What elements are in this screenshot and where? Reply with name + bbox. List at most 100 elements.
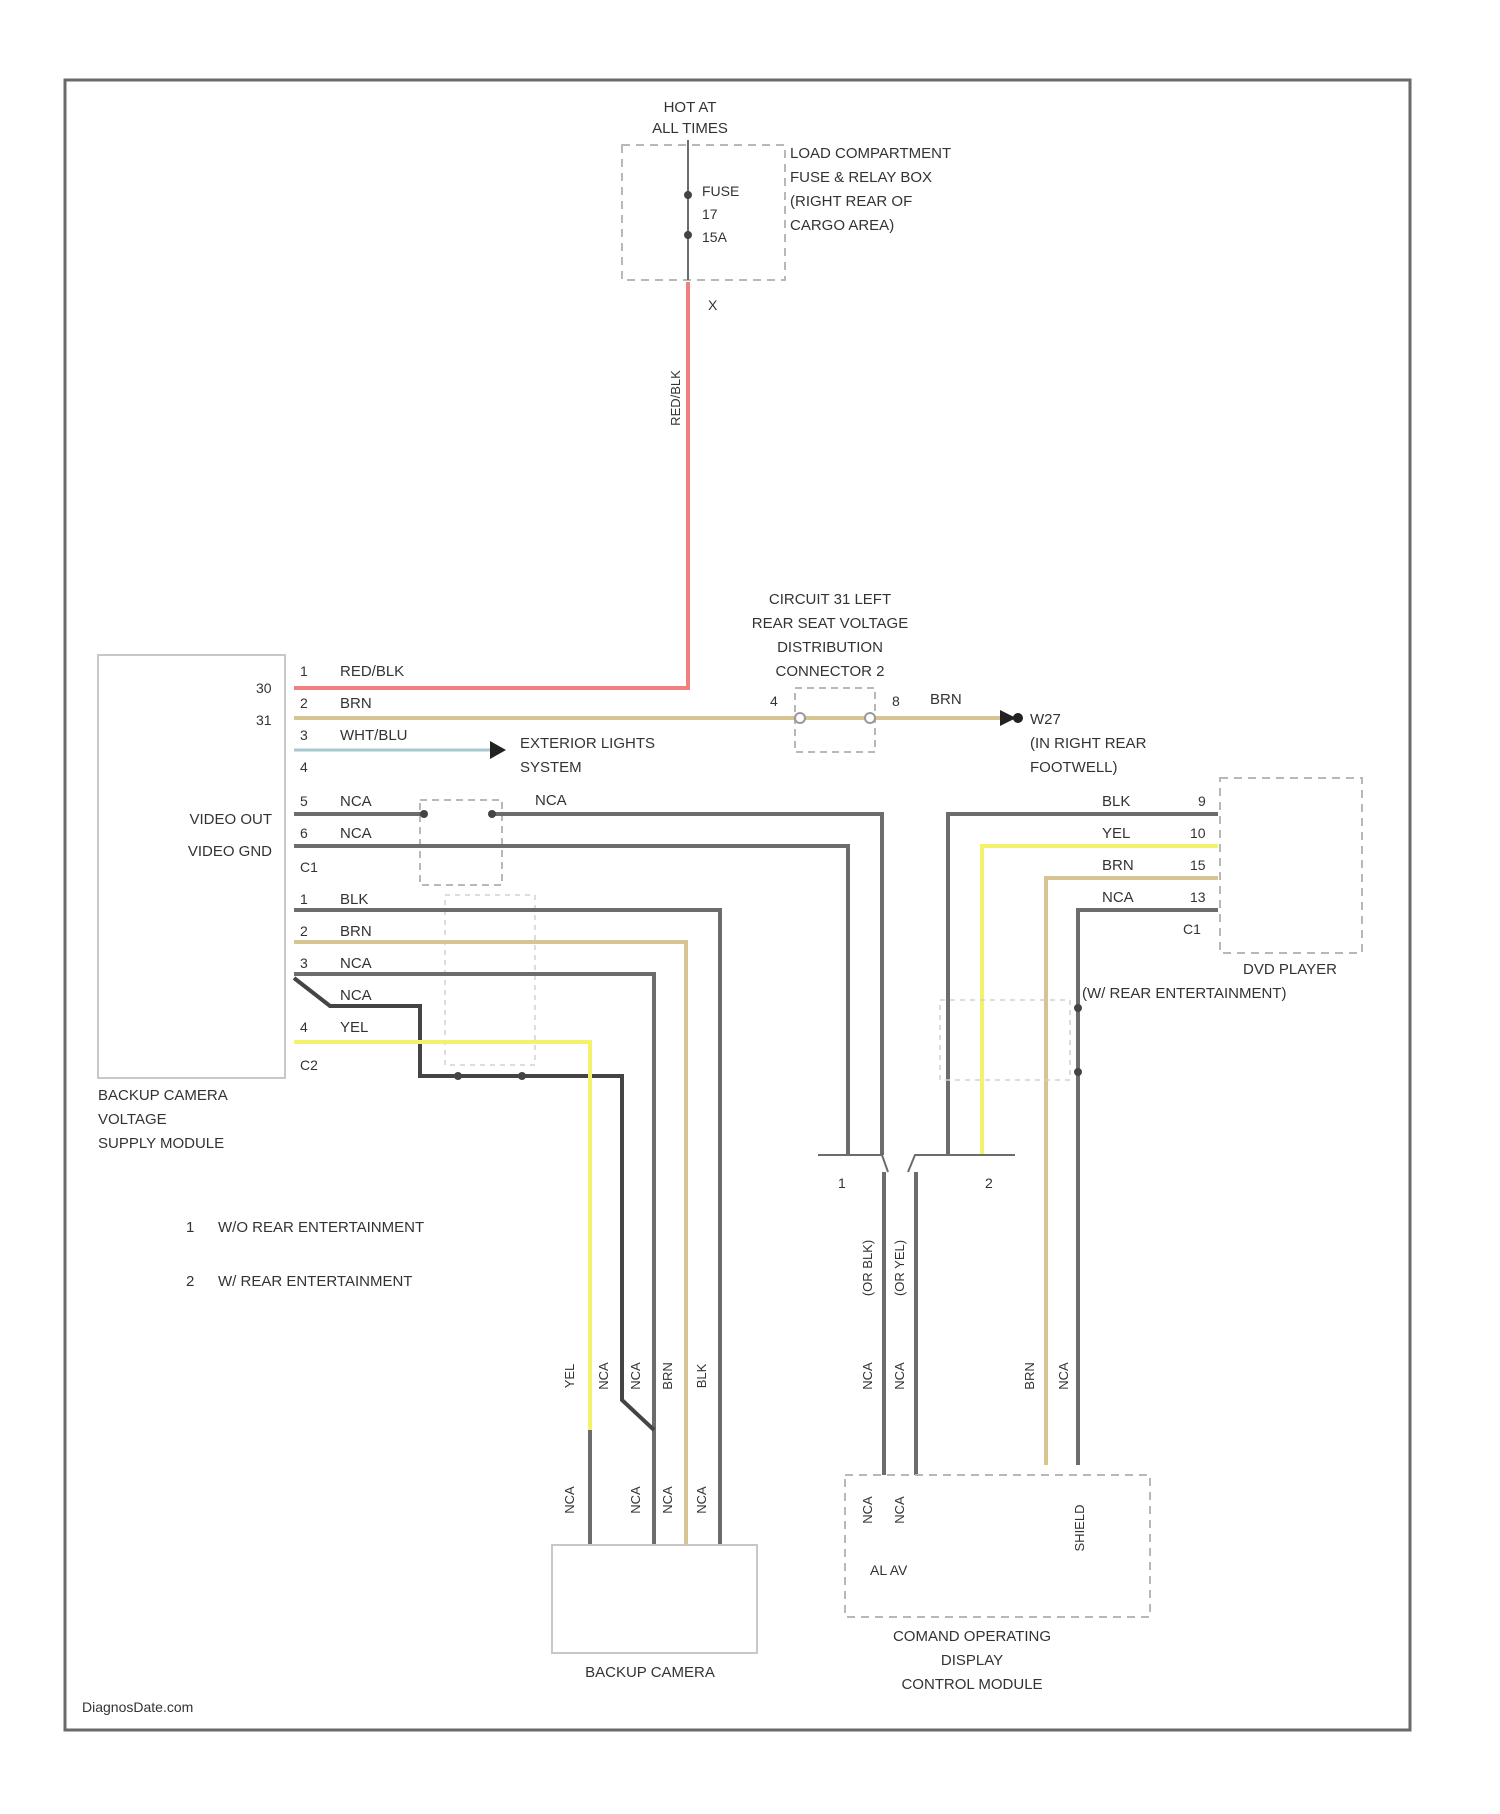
bcvsm-c2: C2 [300, 1057, 318, 1073]
bcvsm-name-line3: SUPPLY MODULE [98, 1135, 224, 1152]
option-mark-2: 2 [985, 1175, 993, 1191]
dvd-splice-node-b [1074, 1068, 1082, 1076]
nca-out-label: NCA [535, 792, 567, 809]
wire-nca-video-gnd [294, 846, 848, 1155]
dvd-row1-wire: BLK [1102, 793, 1130, 810]
ccm-mid-label-4: NCA [1056, 1362, 1071, 1390]
dist-node-right [865, 713, 875, 723]
dvd-name-line1: DVD PLAYER [1243, 961, 1337, 978]
bcvsm-c1: C1 [300, 859, 318, 875]
ccm-name-line3: CONTROL MODULE [901, 1676, 1042, 1693]
dvd-row3-pin: 15 [1190, 857, 1206, 873]
dist-node-left [795, 713, 805, 723]
splice-node-b [488, 810, 496, 818]
camera-lower-label-2: NCA [628, 1486, 643, 1514]
c2-row1-pin: 1 [300, 891, 308, 907]
camera-lower-label-3: NCA [660, 1486, 675, 1514]
dvd-player-box [1220, 778, 1362, 953]
wire-dvd-brn [1046, 878, 1218, 1465]
option-mark-1: 1 [838, 1175, 846, 1191]
ccm-shield-label: SHIELD [1072, 1505, 1087, 1552]
dvd-row3-wire: BRN [1102, 857, 1134, 874]
fuse-box-name-line3: (RIGHT REAR OF [790, 193, 912, 210]
fuse-node-bottom [684, 231, 692, 239]
ccm-mid-label-3: BRN [1022, 1362, 1037, 1389]
fuse-box-name-line4: CARGO AREA) [790, 217, 894, 234]
fuse-pin: X [708, 297, 718, 313]
c1-row4-pin: 4 [300, 759, 308, 775]
fuse-number: 17 [702, 206, 718, 222]
ccm-mid-label-1: NCA [860, 1362, 875, 1390]
note-1-num: 1 [186, 1219, 194, 1236]
ccm-inner-label: AL AV [870, 1562, 908, 1578]
exterior-arrow-icon [490, 741, 506, 759]
ccm-lower-label-2: NCA [892, 1496, 907, 1524]
dvd-row2-wire: YEL [1102, 825, 1130, 842]
footer-watermark: DiagnosDate.com [82, 1699, 193, 1715]
fuse-label: FUSE [702, 183, 739, 199]
dvd-c1: C1 [1183, 921, 1201, 937]
bcvsm-pin-31: 31 [256, 712, 272, 728]
dist-name-line4: CONNECTOR 2 [776, 663, 885, 680]
dvd-row4-wire: NCA [1102, 889, 1134, 906]
dist-pin-right: 8 [892, 693, 900, 709]
c1-row3-pin: 3 [300, 727, 308, 743]
ccm-mid-label-2: NCA [892, 1362, 907, 1390]
ground-name-line1: W27 [1030, 711, 1061, 728]
dvd-row1-pin: 9 [1198, 793, 1206, 809]
bcvsm-name-line2: VOLTAGE [98, 1111, 167, 1128]
wire-c2-nca-2 [294, 978, 654, 1430]
option-bracket-1 [818, 1155, 888, 1172]
camera-upper-label-4: BRN [660, 1362, 675, 1389]
camera-upper-label-3: NCA [628, 1362, 643, 1390]
c2-row2-wire: BRN [340, 923, 372, 940]
camera-upper-label-5: BLK [694, 1363, 709, 1388]
dvd-splice-box [940, 1000, 1070, 1080]
ccm-box [845, 1475, 1150, 1617]
note-2-text: W/ REAR ENTERTAINMENT [218, 1273, 412, 1290]
c1-row6-wire: NCA [340, 825, 372, 842]
ccm-name-line2: DISPLAY [941, 1652, 1003, 1669]
ccm-name-line1: COMAND OPERATING [893, 1628, 1051, 1645]
dvd-row2-pin: 10 [1190, 825, 1206, 841]
fuse-supply-line2: ALL TIMES [652, 120, 728, 137]
c1-row5-wire: NCA [340, 793, 372, 810]
dist-pin-left: 4 [770, 693, 778, 709]
camera-name: BACKUP CAMERA [585, 1664, 715, 1681]
option-bracket-2 [908, 1155, 1015, 1172]
dvd-name-line2: (W/ REAR ENTERTAINMENT) [1082, 985, 1286, 1002]
c2-splice-node-a [454, 1072, 462, 1080]
c2-splice-node-b [518, 1072, 526, 1080]
wire-red-blk [294, 282, 688, 688]
bcvsm-video-out: VIDEO OUT [189, 811, 272, 828]
c2-row3-pin: 3 [300, 955, 308, 971]
ccm-lower-label-1: NCA [860, 1496, 875, 1524]
c2-row4-wire: NCA [340, 987, 372, 1004]
diagram-frame [65, 80, 1410, 1730]
dist-name-line2: REAR SEAT VOLTAGE [752, 615, 908, 632]
c1-row5-pin: 5 [300, 793, 308, 809]
fuse-wire-label: RED/BLK [668, 370, 683, 426]
c2-row1-wire: BLK [340, 891, 368, 908]
bcvsm-splice-box-2 [445, 895, 535, 1065]
ccm-upper-label-2: (OR YEL) [892, 1240, 907, 1296]
dist-wire-out: BRN [930, 691, 962, 708]
bcvsm-name-line1: BACKUP CAMERA [98, 1087, 228, 1104]
exterior-name-line1: EXTERIOR LIGHTS [520, 735, 655, 752]
c1-row1-wire: RED/BLK [340, 663, 404, 680]
ground-name-line2: (IN RIGHT REAR [1030, 735, 1147, 752]
c1-row2-pin: 2 [300, 695, 308, 711]
c1-row2-wire: BRN [340, 695, 372, 712]
fuse-box-name-line2: FUSE & RELAY BOX [790, 169, 932, 186]
fuse-node-top [684, 191, 692, 199]
dist-name-line3: DISTRIBUTION [777, 639, 883, 656]
bcvsm-video-gnd: VIDEO GND [188, 843, 272, 860]
dvd-splice-node-a [1074, 1004, 1082, 1012]
fuse-supply-line1: HOT AT [664, 99, 717, 116]
camera-upper-label-1: YEL [562, 1364, 577, 1389]
dist-name-line1: CIRCUIT 31 LEFT [769, 591, 891, 608]
fuse-rating: 15A [702, 229, 728, 245]
ground-name-line3: FOOTWELL) [1030, 759, 1118, 776]
c1-row6-pin: 6 [300, 825, 308, 841]
